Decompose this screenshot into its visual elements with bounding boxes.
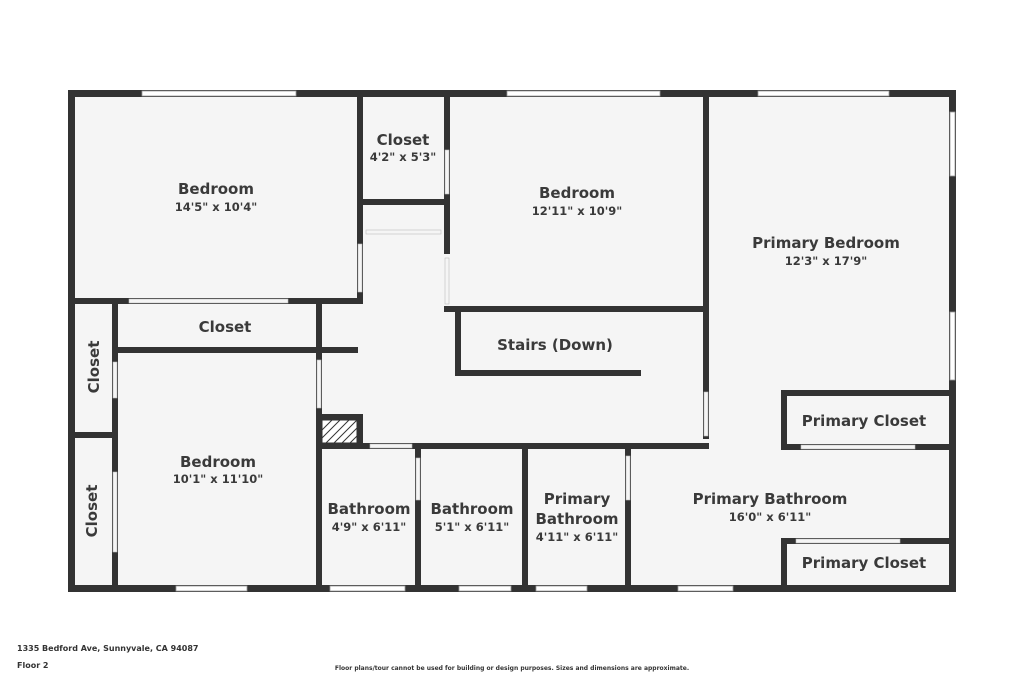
room-bedroom-3-name: Bedroom [180, 453, 256, 471]
room-bedroom-3-dims: 10'1" x 11'10" [173, 472, 263, 486]
room-primary-bedroom-dims: 12'3" x 17'9" [785, 254, 867, 268]
room-stairs-name: Stairs (Down) [497, 336, 613, 354]
room-primary-bedroom-name: Primary Bedroom [752, 234, 900, 252]
room-bedroom-2-name: Bedroom [539, 184, 615, 202]
room-closet-1-name: Closet [377, 131, 430, 149]
room-closet-4-name: Closet [83, 485, 101, 538]
room-labels: Bedroom 14'5" x 10'4" Closet 4'2" x 5'3"… [83, 131, 926, 572]
room-primary-bathroom-name: Primary Bathroom [693, 490, 848, 508]
room-closet-2-name: Closet [199, 318, 252, 336]
room-bedroom-1-dims: 14'5" x 10'4" [175, 200, 257, 214]
room-primary-closet-1-name: Primary Closet [802, 412, 926, 430]
address-text: 1335 Bedford Ave, Sunnyvale, CA 94087 [17, 644, 199, 653]
disclaimer-text: Floor plans/tour cannot be used for buil… [334, 665, 690, 672]
hatched-box [321, 419, 358, 444]
room-primary-bathroom-small-dims: 4'11" x 6'11" [536, 530, 618, 544]
door-openings [112, 149, 916, 553]
room-primary-closet-2-name: Primary Closet [802, 554, 926, 572]
room-closet-1-dims: 4'2" x 5'3" [370, 150, 436, 164]
room-primary-bathroom-small-name-1: Primary [544, 490, 611, 508]
room-bedroom-2-dims: 12'11" x 10'9" [532, 204, 622, 218]
room-bathroom-2-name: Bathroom [430, 500, 513, 518]
room-primary-bathroom-small-name-2: Bathroom [535, 510, 618, 528]
floor-area [72, 94, 952, 588]
windows [141, 90, 956, 592]
room-bedroom-1-name: Bedroom [178, 180, 254, 198]
room-bathroom-1-name: Bathroom [327, 500, 410, 518]
room-primary-bathroom-dims: 16'0" x 6'11" [729, 510, 811, 524]
floor-label: Floor 2 [17, 661, 49, 670]
room-closet-3-name: Closet [85, 341, 103, 394]
room-bathroom-2-dims: 5'1" x 6'11" [435, 520, 509, 534]
room-bathroom-1-dims: 4'9" x 6'11" [332, 520, 406, 534]
